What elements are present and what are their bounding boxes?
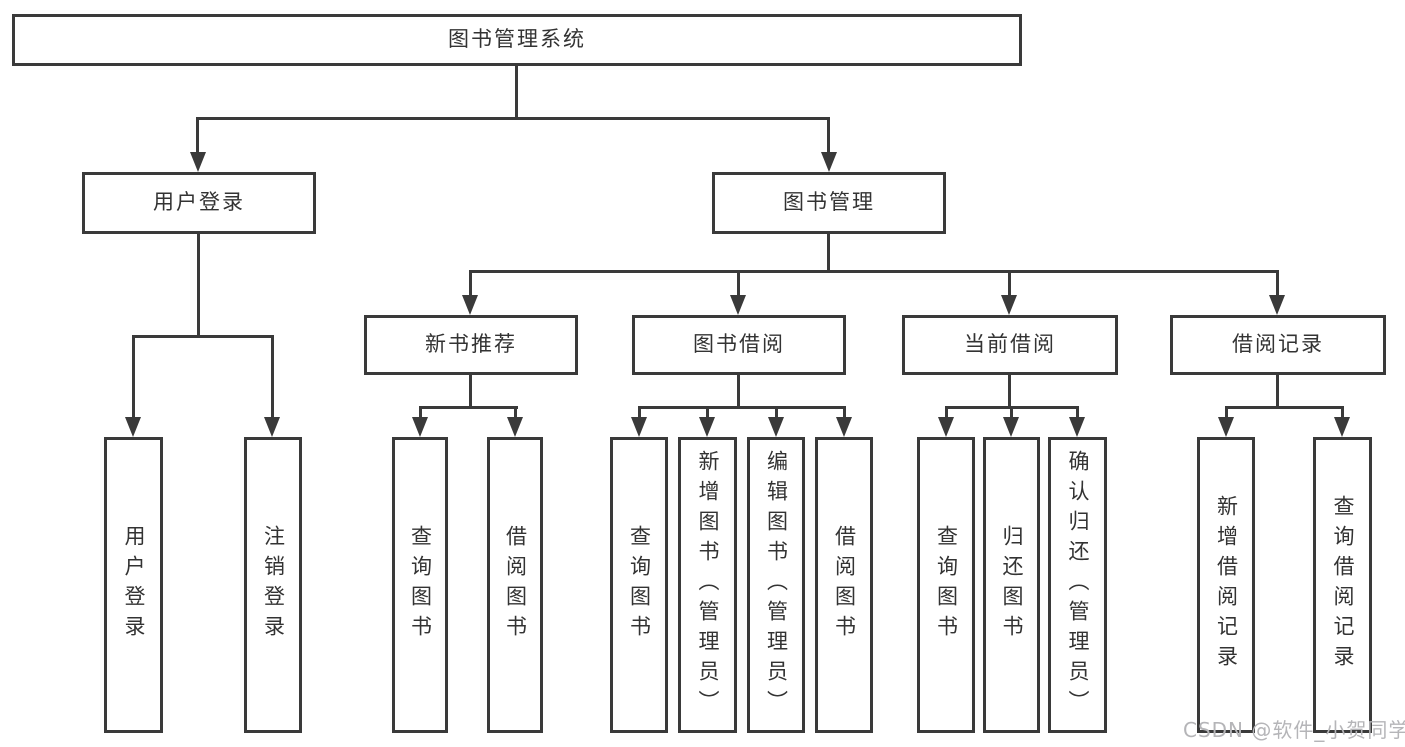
connector — [1225, 406, 1344, 409]
arrowhead-down-icon — [462, 295, 478, 315]
node-leaf-logout: 注销登录 — [244, 437, 302, 733]
connector — [1010, 406, 1013, 420]
connector — [1276, 270, 1279, 297]
arrowhead-down-icon — [836, 417, 852, 437]
connector — [419, 406, 422, 420]
connector — [638, 406, 641, 420]
arrowhead-down-icon — [631, 417, 647, 437]
node-leaf-user-login: 用户登录 — [104, 437, 163, 733]
arrowhead-down-icon — [1003, 417, 1019, 437]
connector — [843, 406, 846, 420]
connector — [945, 406, 948, 420]
connector — [196, 117, 830, 120]
connector — [196, 117, 199, 155]
arrowhead-down-icon — [699, 417, 715, 437]
csdn-watermark: CSDN @软件_小贺同学 — [1183, 718, 1405, 742]
arrowhead-down-icon — [412, 417, 428, 437]
connector — [775, 406, 778, 420]
node-leaf-borrow-books: 借阅图书 — [487, 437, 543, 733]
connector — [419, 406, 518, 409]
node-new-book-recommend: 新书推荐 — [364, 315, 578, 375]
node-leaf-add-borrow-record: 新增借阅记录 — [1197, 437, 1255, 733]
connector — [706, 406, 709, 420]
arrowhead-down-icon — [1269, 295, 1285, 315]
arrowhead-down-icon — [190, 152, 206, 172]
connector — [737, 375, 740, 409]
arrowhead-down-icon — [507, 417, 523, 437]
node-current-borrow: 当前借阅 — [902, 315, 1118, 375]
arrowhead-down-icon — [768, 417, 784, 437]
arrowhead-down-icon — [1334, 417, 1350, 437]
connector — [469, 270, 472, 297]
arrowhead-down-icon — [1069, 417, 1085, 437]
connector — [1341, 406, 1344, 420]
connector — [271, 335, 274, 419]
node-leaf-query-books: 查询图书 — [610, 437, 668, 733]
node-leaf-edit-books-admin: 编辑图书（管理员） — [747, 437, 805, 733]
node-leaf-query-books: 查询图书 — [392, 437, 448, 733]
arrowhead-down-icon — [821, 152, 837, 172]
arrowhead-down-icon — [1001, 295, 1017, 315]
node-leaf-borrow-books: 借阅图书 — [815, 437, 873, 733]
node-leaf-add-books-admin: 新增图书（管理员） — [678, 437, 737, 733]
arrowhead-down-icon — [938, 417, 954, 437]
connector — [827, 117, 830, 155]
arrowhead-down-icon — [264, 417, 280, 437]
connector — [514, 406, 517, 420]
connector — [1225, 406, 1228, 420]
connector — [737, 270, 740, 297]
node-leaf-return-books: 归还图书 — [983, 437, 1040, 733]
arrowhead-down-icon — [1218, 417, 1234, 437]
connector — [1076, 406, 1079, 420]
connector — [469, 270, 1279, 273]
connector — [1008, 270, 1011, 297]
node-book-borrow: 图书借阅 — [632, 315, 846, 375]
node-library-management-system: 图书管理系统 — [12, 14, 1022, 66]
node-leaf-query-books: 查询图书 — [917, 437, 975, 733]
connector — [638, 406, 846, 409]
connector — [515, 66, 518, 120]
connector — [1008, 375, 1011, 409]
connector — [132, 335, 274, 338]
node-leaf-confirm-return-admin: 确认归还（管理员） — [1048, 437, 1107, 733]
node-leaf-query-borrow-record: 查询借阅记录 — [1313, 437, 1372, 733]
connector — [1276, 375, 1279, 409]
connector — [132, 335, 135, 419]
connector — [197, 234, 200, 338]
arrowhead-down-icon — [730, 295, 746, 315]
connector — [469, 375, 472, 409]
node-borrow-records: 借阅记录 — [1170, 315, 1386, 375]
node-book-management-branch: 图书管理 — [712, 172, 946, 234]
arrowhead-down-icon — [125, 417, 141, 437]
connector — [827, 234, 830, 273]
node-user-login-branch: 用户登录 — [82, 172, 316, 234]
